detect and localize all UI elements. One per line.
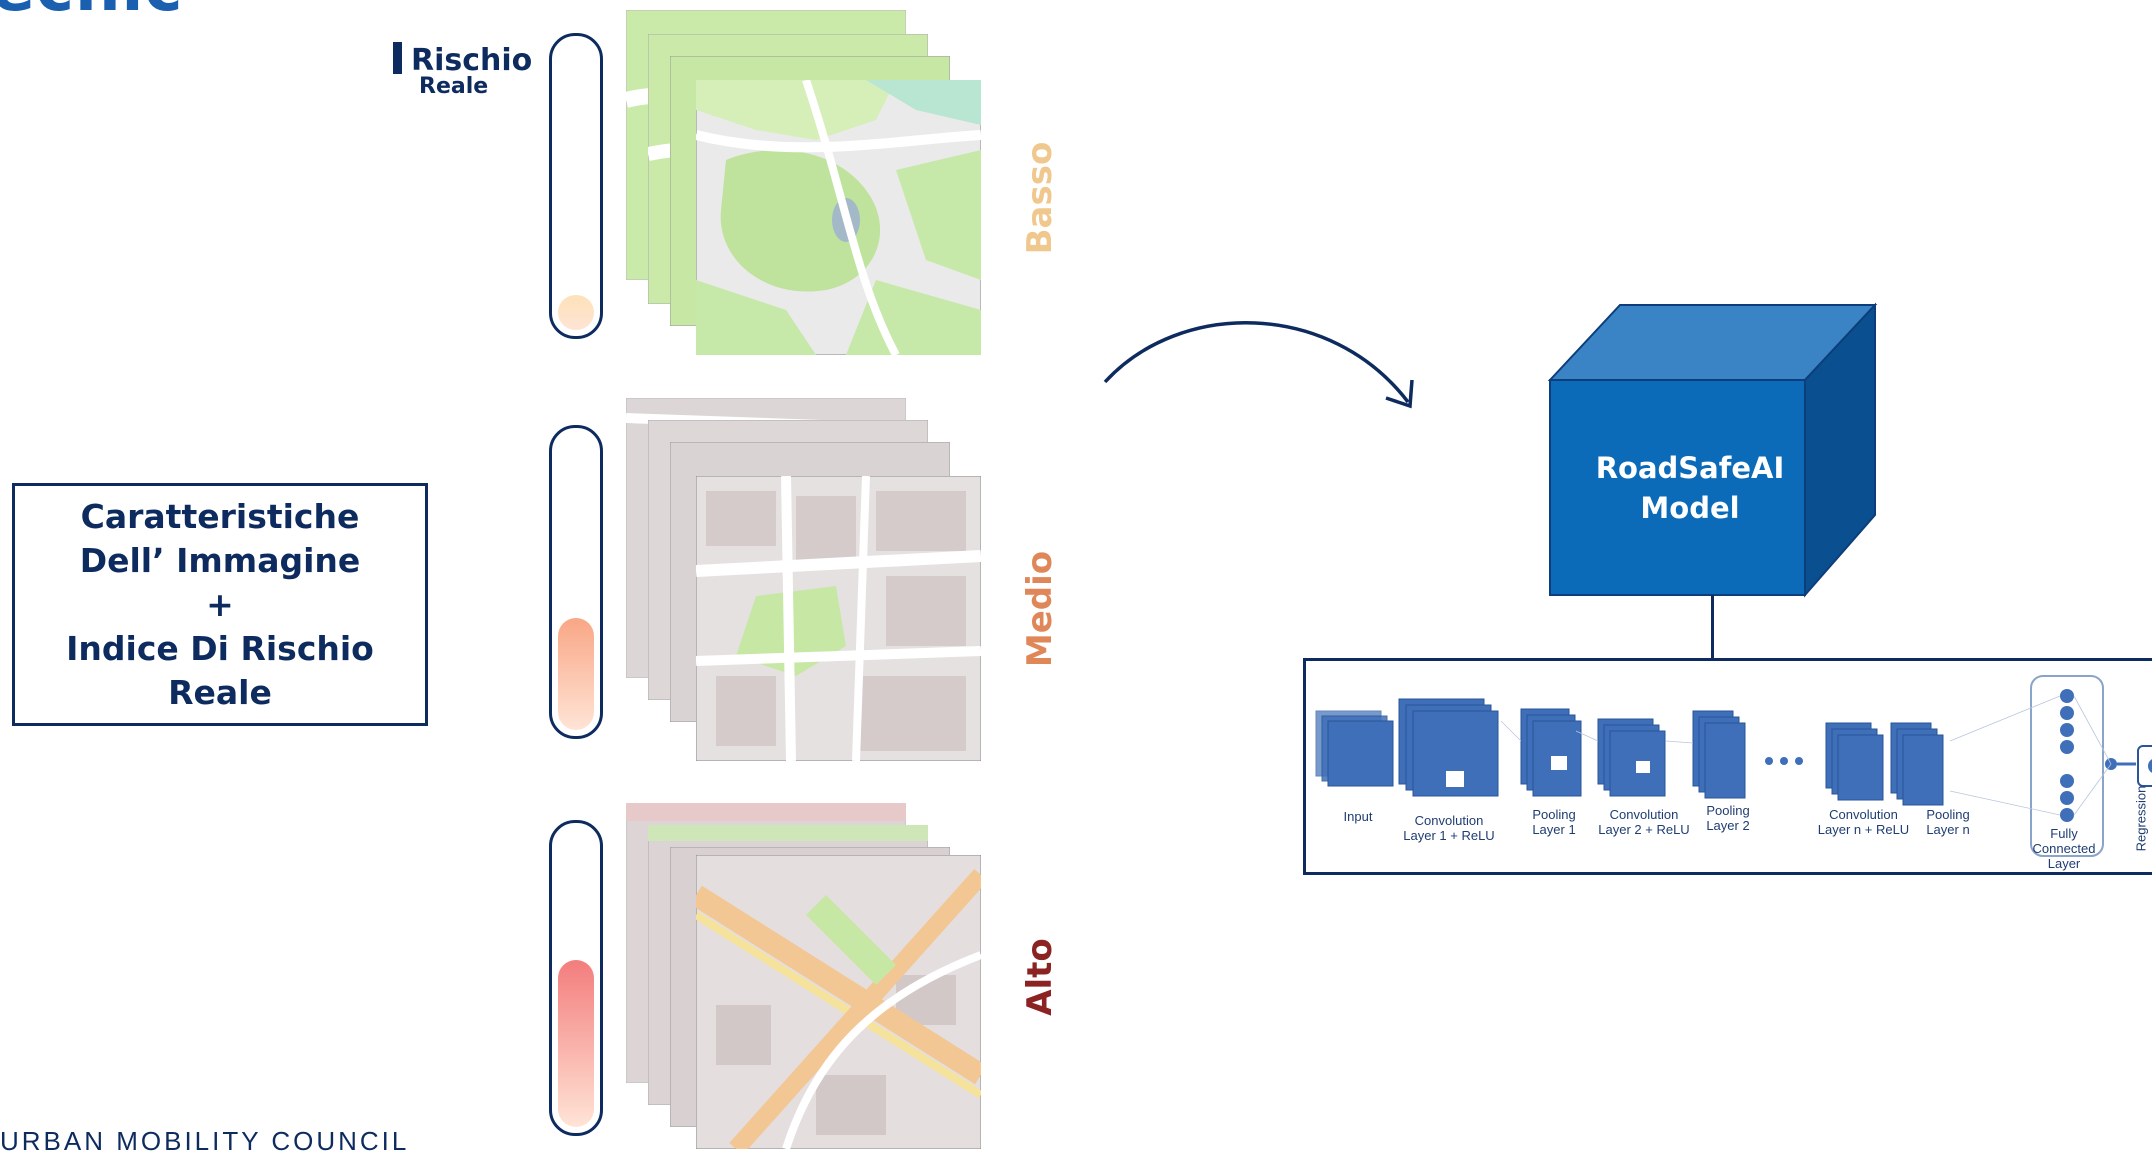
cnn-label-regression: Regression [2133, 785, 2149, 852]
risk-fill-basso [558, 295, 594, 330]
cnn-label-fc-c: Layer [2047, 856, 2081, 871]
cnn-label-pool2-a: Pooling [1706, 803, 1750, 818]
flow-arrow-icon [1103, 321, 1414, 409]
model-cube-icon [1547, 302, 1878, 598]
risk-index-line1: Indice Di Rischio [66, 628, 374, 668]
cnn-label-pool2: Pooling Layer 2 [1698, 803, 1758, 833]
cnn-label-pool1-a: Pooling [1532, 807, 1576, 822]
map-tile-park-front [696, 80, 981, 355]
risk-thermometer-medio [549, 425, 603, 739]
map-stack-alto [626, 803, 981, 1149]
map-stack-basso [626, 10, 981, 355]
cnn-label-conv2: Convolution Layer 2 + ReLU [1589, 807, 1699, 837]
cnn-label-pooln-a: Pooling [1926, 807, 1970, 822]
cnn-label-fc: Fully Connected Layer [2024, 826, 2104, 871]
risk-axis-label-line1: Rischio [411, 43, 533, 78]
level-label-basso: Basso [1020, 141, 1060, 255]
image-features-line2: Dell’ Immagine [79, 540, 361, 580]
risk-index-line2: Reale [168, 672, 272, 712]
risk-thermometer-basso [549, 33, 603, 339]
level-label-medio: Medio [1020, 550, 1060, 668]
model-name-label: RoadSafeAI Model [1560, 448, 1820, 528]
cnn-label-conv1-a: Convolution [1414, 813, 1484, 828]
image-features-line1: Caratteristiche [80, 496, 360, 536]
cnn-label-fc-b: Connected [2032, 841, 2096, 856]
level-label-alto: Alto [1020, 938, 1060, 1016]
cnn-label-fc-a: Fully [2050, 826, 2078, 841]
cnn-label-pooln: Pooling Layer n [1918, 807, 1978, 837]
risk-fill-medio [558, 618, 594, 730]
cnn-label-conv2-a: Convolution [1609, 807, 1679, 822]
risk-axis-marker [393, 42, 402, 74]
model-name-line1: RoadSafeAI [1595, 451, 1785, 485]
cnn-label-pool2-b: Layer 2 [1706, 818, 1750, 833]
slide-title-fragment: tecnic [0, 0, 183, 26]
map-tile-urban-front [696, 476, 981, 761]
cnn-label-conv1-b: Layer 1 + ReLU [1403, 828, 1495, 843]
plus-sign: + [206, 584, 234, 624]
risk-thermometer-alto [549, 820, 603, 1136]
cnn-label-pool1-b: Layer 1 [1532, 822, 1576, 837]
risk-fill-alto [558, 960, 594, 1127]
cnn-architecture-diagram: Input Convolution Layer 1 + ReLU Pooling… [1303, 658, 2152, 875]
cnn-label-pooln-b: Layer n [1926, 822, 1970, 837]
cnn-label-convn: Convolution Layer n + ReLU [1806, 807, 1921, 837]
cnn-label-conv1: Convolution Layer 1 + ReLU [1394, 813, 1504, 843]
cnn-label-convn-a: Convolution [1829, 807, 1898, 822]
risk-axis-label-line2: Reale [419, 74, 489, 99]
cnn-label-input: Input [1343, 809, 1373, 824]
cnn-label-convn-b: Layer n + ReLU [1817, 822, 1910, 837]
model-connector-line [1711, 595, 1714, 659]
cnn-layers-graphic [1315, 675, 2152, 857]
map-stack-medio [626, 398, 981, 763]
cnn-label-pool1: Pooling Layer 1 [1524, 807, 1584, 837]
urban-mobility-council-logo: URBAN MOBILITY COUNCIL [0, 1126, 410, 1156]
cnn-label-conv2-b: Layer 2 + ReLU [1598, 822, 1690, 837]
image-features-box: Caratteristiche Dell’ Immagine + Indice … [12, 483, 428, 726]
model-name-line2: Model [1640, 491, 1740, 525]
map-tile-highway-front [696, 855, 981, 1149]
